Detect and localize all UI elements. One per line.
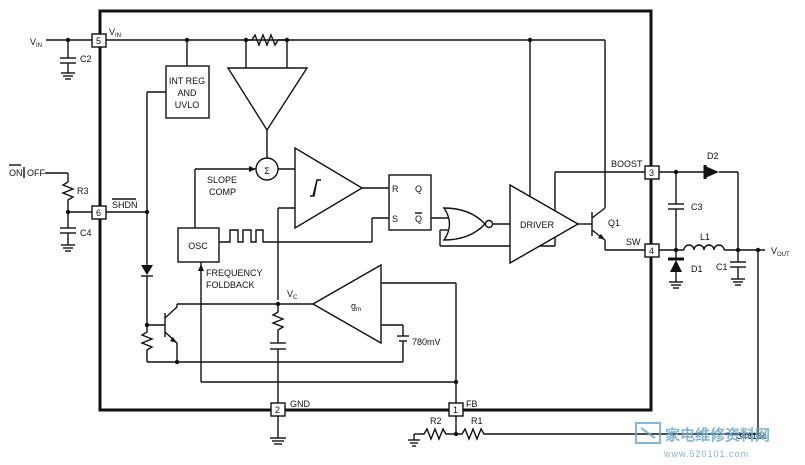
shdn-label: SHDN <box>112 200 138 210</box>
watermark-url: www.520101.com <box>663 449 749 459</box>
oscillator-block <box>177 227 220 263</box>
ff-qbar-label: Q <box>415 214 422 224</box>
frequency-label: FREQUENCY <box>206 268 263 278</box>
boost-label: BOOST <box>611 159 643 169</box>
watermark-logo-icon <box>635 422 661 444</box>
d1-diode <box>670 260 682 272</box>
ff-s-label: S <box>392 214 398 224</box>
d1-label: D1 <box>691 264 703 274</box>
off-label: OFF <box>27 168 45 178</box>
l1-label: L1 <box>700 232 710 242</box>
reference-voltage-label: 780mV <box>412 337 441 347</box>
part-code-label: 34818c <box>737 431 767 441</box>
osc-label: OSC <box>188 241 208 251</box>
r1-resistor <box>456 427 758 441</box>
vin-internal-label: VIN <box>109 27 121 39</box>
vin-input-section: VIN C2 <box>30 37 92 80</box>
r3-label: R3 <box>77 186 89 196</box>
int-reg-label-1: INT REG <box>169 76 205 86</box>
sense-resistor <box>246 33 287 47</box>
sr-flip-flop <box>388 174 432 231</box>
ff-q-label: Q <box>415 184 422 194</box>
c1-label: C1 <box>716 262 728 272</box>
nor-gate <box>442 207 486 241</box>
watermark: 家电维修资料网 www.520101.com <box>635 422 770 459</box>
on-label: ON <box>9 168 23 178</box>
foldback-label: FOLDBACK <box>206 280 255 290</box>
fb-label: FB <box>466 399 478 409</box>
pin-6-number: 6 <box>96 208 101 218</box>
vin-ext-label: VIN <box>30 37 42 49</box>
pin-1-number: 1 <box>453 405 458 415</box>
pin-4-number: 4 <box>649 246 654 256</box>
driver-block <box>509 183 580 265</box>
slope-comp-label-2: COMP <box>209 187 236 197</box>
c4-label: C4 <box>80 228 92 238</box>
r3-resistor <box>61 181 75 212</box>
pwm-comparator <box>294 146 364 230</box>
pin-5-number: 5 <box>96 36 101 46</box>
int-reg-uvlo-block <box>165 65 210 119</box>
ff-r-label: R <box>392 184 399 194</box>
vc-label: VC <box>287 289 298 301</box>
d2-label: D2 <box>707 151 719 161</box>
vout-label: VOUT <box>771 246 790 258</box>
l1-inductor <box>683 244 725 251</box>
r2-label: R2 <box>430 416 442 426</box>
int-reg-label-3: UVLO <box>175 100 200 110</box>
clock-waveform <box>219 229 269 243</box>
shdn-input-section: ON OFF R3 C4 <box>9 164 92 252</box>
gm-label: gm <box>351 301 361 313</box>
int-reg-label-2: AND <box>177 88 197 98</box>
c3-label: C3 <box>691 202 703 212</box>
c2-label: C2 <box>80 54 92 64</box>
q1-label: Q1 <box>608 218 620 228</box>
pin-3-number: 3 <box>649 168 654 178</box>
pin-2-number: 2 <box>275 405 280 415</box>
r2-resistor <box>420 427 456 441</box>
current-sense-amplifier <box>226 67 309 132</box>
sw-label: SW <box>626 237 641 247</box>
driver-label: DRIVER <box>520 220 555 230</box>
q1-transistor <box>591 40 645 251</box>
d2-diode <box>705 166 719 178</box>
r1-label: R1 <box>471 416 483 426</box>
slope-comp-label-1: SLOPE <box>207 175 237 185</box>
watermark-brand: 家电维修资料网 <box>665 426 770 444</box>
sum-symbol: Σ <box>264 166 270 176</box>
gnd-label: GND <box>290 399 311 409</box>
gm-error-amplifier <box>311 263 382 345</box>
